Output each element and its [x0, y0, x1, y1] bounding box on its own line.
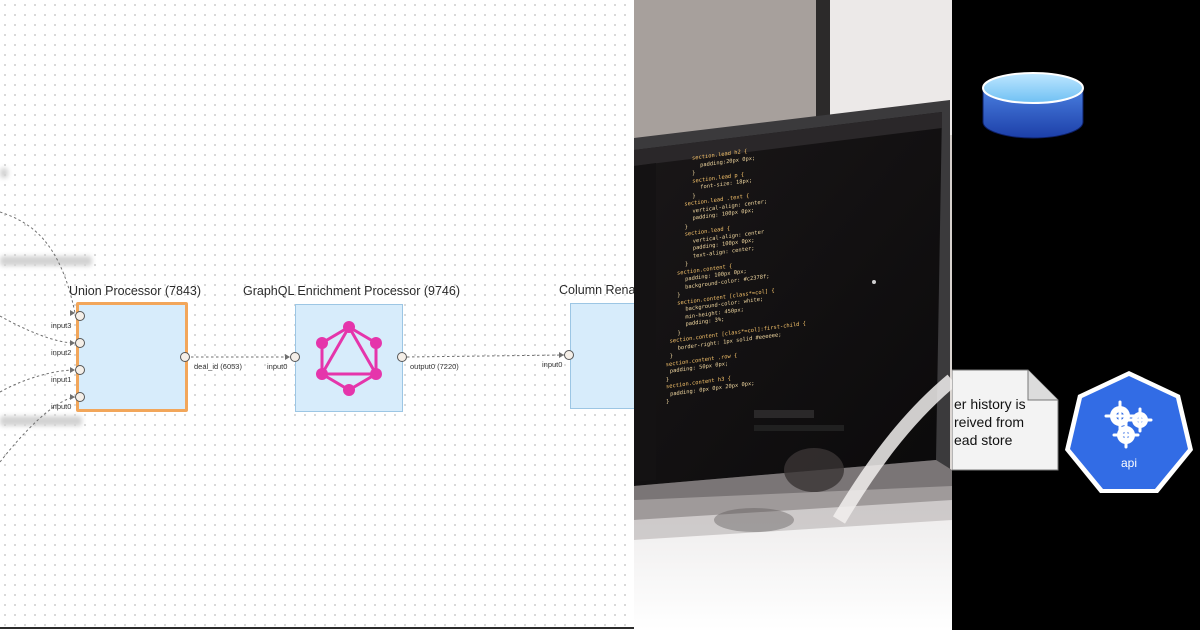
port-output-union[interactable]: [180, 352, 190, 362]
node-title-graphql: GraphQL Enrichment Processor (9746): [243, 284, 460, 298]
kubernetes-api-icon: [1065, 371, 1193, 493]
laptop-photo: section.lead h2 { padding:20px 0px; } se…: [634, 0, 952, 630]
api-label: api: [1121, 456, 1138, 470]
port-label-input3: input3: [51, 321, 72, 330]
port-input0[interactable]: [75, 392, 85, 402]
port-input0-graphql[interactable]: [290, 352, 300, 362]
graphql-icon: [316, 321, 382, 396]
wire-graphql-to-rename: [406, 354, 565, 358]
note-line-1: er history is: [954, 396, 1026, 412]
redacted-label: [0, 168, 8, 178]
redacted-label: [0, 256, 92, 266]
laptop-illustration: [634, 0, 952, 630]
port-input2[interactable]: [75, 338, 85, 348]
port-output-graphql[interactable]: [397, 352, 407, 362]
node-title-rename: Column Rena: [559, 283, 634, 297]
port-label-input0: input0: [51, 402, 72, 411]
code-editor-screen: section.lead h2 { padding:20px 0px; } se…: [660, 122, 952, 440]
port-label-output-graphql: output0 (7220): [410, 362, 459, 371]
wire-to-input3: [0, 211, 76, 314]
port-label-input1: input1: [51, 375, 72, 384]
port-input0-rename[interactable]: [564, 350, 574, 360]
bottom-border: [0, 627, 634, 629]
port-label-input2: input2: [51, 348, 72, 357]
column-rename-node[interactable]: [570, 303, 634, 409]
database-icon: [982, 72, 1084, 139]
note-shape: [952, 369, 1059, 471]
note-line-3: ead store: [954, 432, 1013, 448]
architecture-diagram: er history is reived from ead store api: [952, 0, 1200, 630]
port-input3[interactable]: [75, 311, 85, 321]
connection-wires: [0, 211, 565, 463]
graphql-processor-node[interactable]: [295, 304, 403, 412]
port-label-output-union: deal_id (6053): [194, 362, 242, 371]
pipeline-editor-canvas[interactable]: Union Processor (7843) input3 input2 inp…: [0, 0, 634, 630]
union-processor-node[interactable]: [76, 302, 188, 412]
note-line-2: reived from: [954, 414, 1025, 430]
port-input1[interactable]: [75, 365, 85, 375]
node-title-union: Union Processor (7843): [69, 284, 202, 298]
port-label-input-rename: input0: [542, 360, 563, 369]
port-label-input-graphql: input0: [267, 362, 288, 371]
redacted-label: [0, 416, 82, 426]
